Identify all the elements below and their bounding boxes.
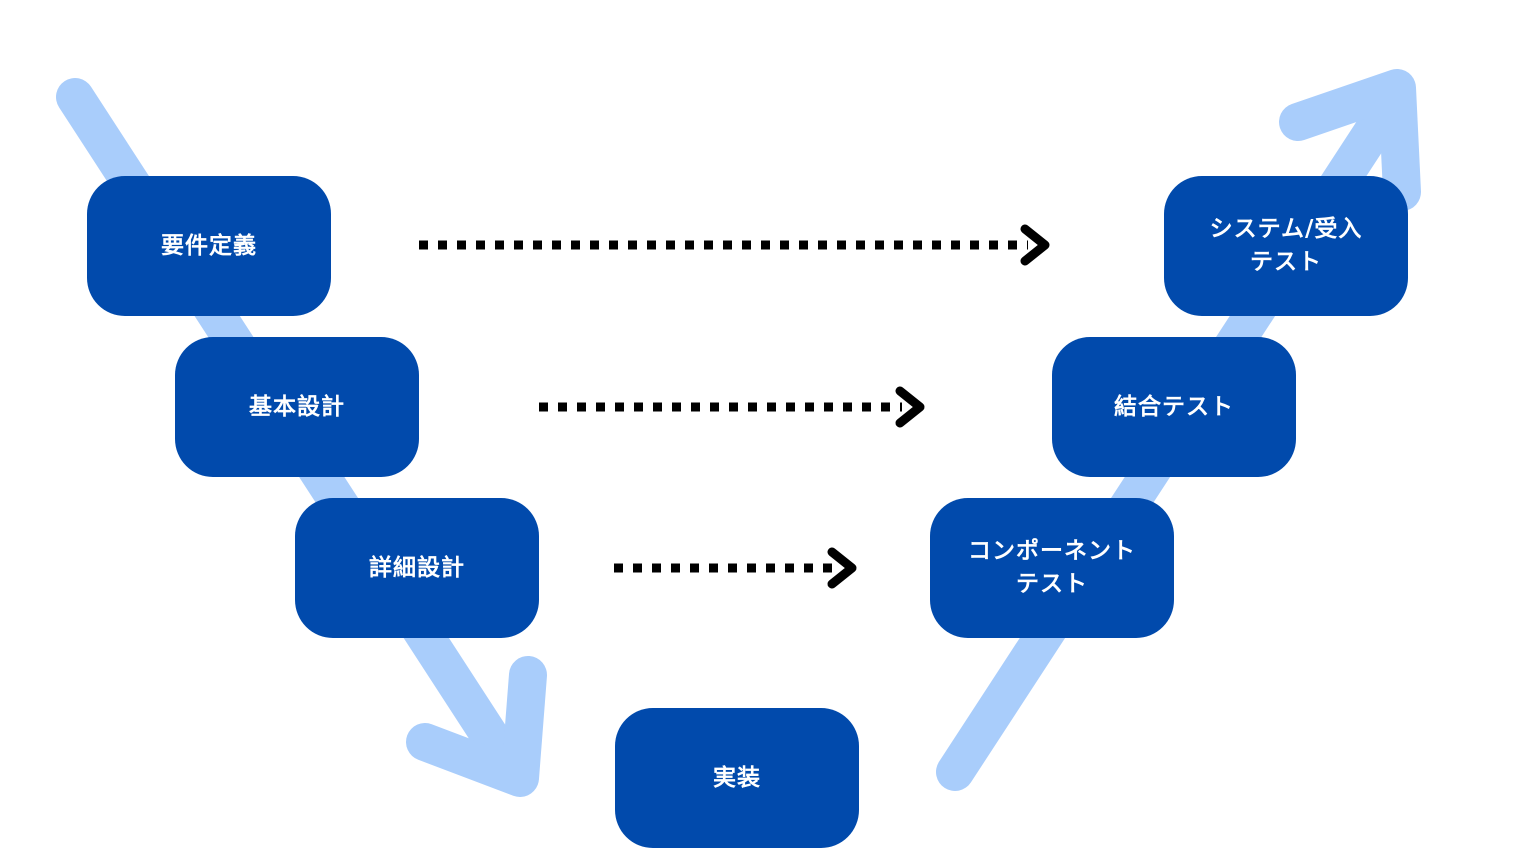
phase-basic-design: 基本設計: [175, 337, 419, 477]
phase-system-acceptance-test-label: システム/受入 テスト: [1209, 216, 1363, 275]
phase-implementation: 実装: [615, 708, 859, 848]
phase-requirements: 要件定義: [87, 176, 331, 316]
phase-detailed-design-label: 詳細設計: [369, 554, 465, 581]
phase-implementation-label: 実装: [713, 764, 761, 791]
phase-system-acceptance-test: システム/受入 テスト: [1164, 176, 1408, 316]
link-arrow-basic-integration: [539, 386, 925, 428]
phase-integration-test: 結合テスト: [1052, 337, 1296, 477]
link-arrow-requirements-system: [419, 224, 1050, 266]
phase-component-test-label: コンポーネント テスト: [968, 538, 1136, 597]
phase-integration-test-label: 結合テスト: [1114, 393, 1234, 420]
phase-component-test: コンポーネント テスト: [930, 498, 1174, 638]
link-arrow-detailed-component: [614, 547, 857, 589]
phase-detailed-design: 詳細設計: [295, 498, 539, 638]
phase-requirements-label: 要件定義: [161, 232, 257, 259]
phase-basic-design-label: 基本設計: [249, 393, 345, 420]
